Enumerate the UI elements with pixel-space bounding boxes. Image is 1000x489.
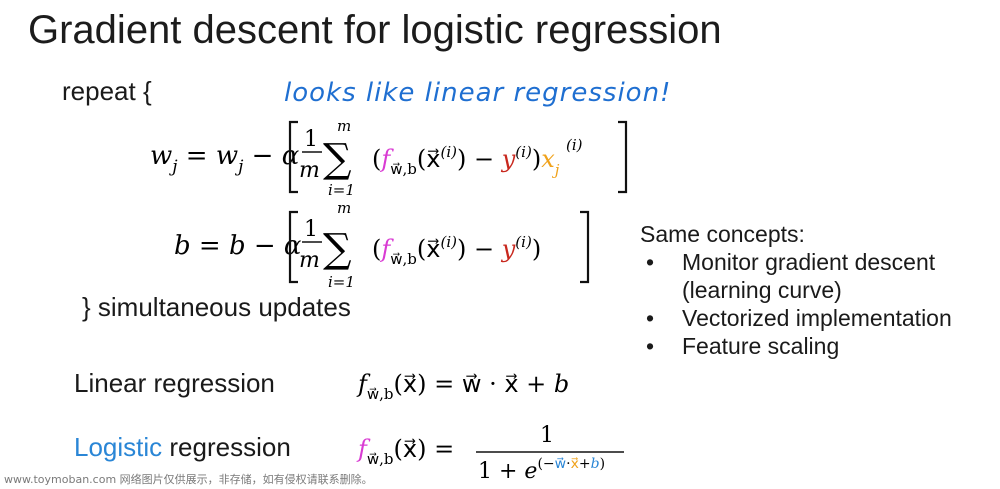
svg-text:(i): (i) [566, 136, 583, 154]
svg-text:fw⃗,b(x⃗) = w⃗ · x⃗ + b: fw⃗,b(x⃗) = w⃗ · x⃗ + b [356, 370, 569, 403]
svg-text:∑: ∑ [323, 136, 352, 182]
regression-word: regression [162, 432, 291, 462]
handwritten-annotation: looks like linear regression! [284, 78, 672, 108]
logistic-word: Logistic [74, 432, 163, 462]
b-update-equation: b = b − α 1 m ∑ m i=1 (fw⃗,b(x⃗(i)) − y(… [174, 199, 590, 291]
linear-model-formula: fw⃗,b(x⃗) = w⃗ · x⃗ + b [356, 370, 569, 403]
svg-text:∑: ∑ [323, 226, 352, 272]
svg-text:1 + e(−w⃗·x⃗+b): 1 + e(−w⃗·x⃗+b) [478, 456, 605, 484]
same-concepts-box: Same concepts: Monitor gradient descent … [640, 220, 1000, 360]
svg-text:m: m [337, 199, 351, 217]
w-update-equation: wj = wj − α 1 m ∑ m i=1 (fw⃗,b(x⃗(i)) − … [150, 117, 628, 199]
svg-text:i=1: i=1 [328, 181, 355, 199]
simultaneous-updates-label: } simultaneous updates [82, 292, 351, 322]
slide-title: Gradient descent for logistic regression [28, 8, 722, 52]
svg-text:b = b − α: b = b − α [174, 231, 302, 261]
svg-text:m: m [299, 248, 320, 273]
watermark: www.toymoban.com 网络图片仅供展示，非存储，如有侵权请联系删除。 [4, 473, 373, 486]
svg-text:wj = wj − α: wj = wj − α [150, 141, 300, 177]
svg-text:1: 1 [540, 423, 554, 448]
svg-text:m: m [299, 158, 320, 183]
concept-item: Monitor gradient descent (learning curve… [640, 248, 1000, 304]
svg-text:(fw⃗,b(x⃗(i)) − y(i))xj: (fw⃗,b(x⃗(i)) − y(i))xj [372, 143, 560, 179]
svg-text:1: 1 [304, 217, 318, 242]
logistic-regression-label: Logistic regression [74, 432, 291, 463]
concept-item: Feature scaling [640, 332, 1000, 360]
svg-text:(fw⃗,b(x⃗(i)) − y(i)): (fw⃗,b(x⃗(i)) − y(i)) [372, 233, 541, 268]
svg-text:i=1: i=1 [328, 273, 355, 291]
concepts-heading: Same concepts: [640, 221, 805, 247]
svg-text:1: 1 [304, 127, 318, 152]
concept-item: Vectorized implementation [640, 304, 1000, 332]
logistic-model-formula: fw⃗,b(x⃗) = 1 1 + e(−w⃗·x⃗+b) [356, 423, 624, 484]
svg-text:fw⃗,b(x⃗) =: fw⃗,b(x⃗) = [356, 435, 454, 468]
repeat-label: repeat { [62, 76, 152, 106]
linear-regression-label: Linear regression [74, 368, 275, 398]
svg-text:m: m [337, 117, 351, 135]
